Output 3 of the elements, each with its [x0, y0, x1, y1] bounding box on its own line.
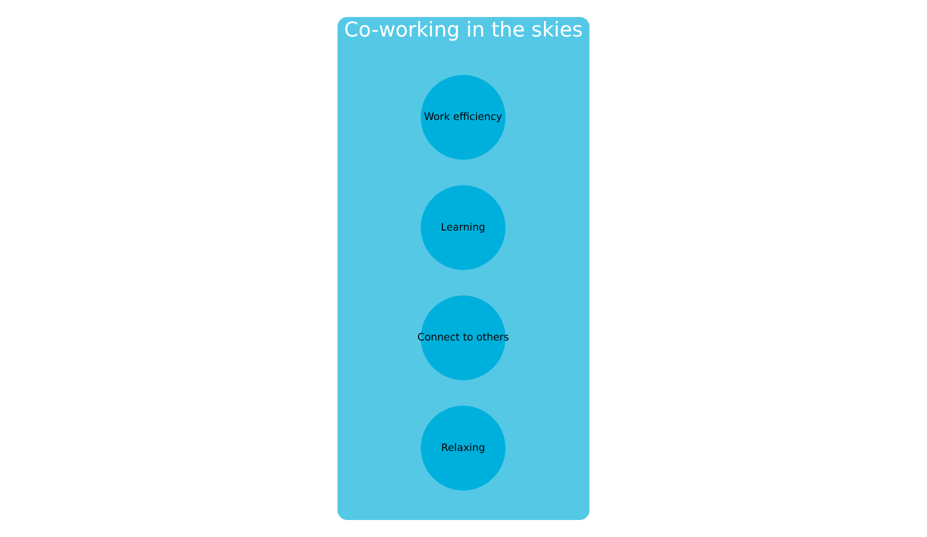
node-circle: Work efficiency [420, 75, 506, 160]
node-circle: Learning [420, 185, 506, 270]
node-circle: Relaxing [420, 406, 506, 490]
